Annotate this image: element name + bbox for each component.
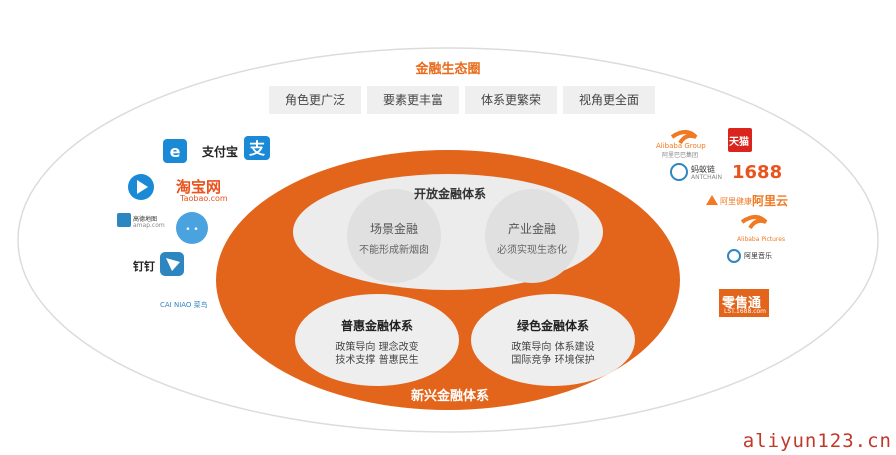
green-finance-ellipse xyxy=(471,294,635,386)
green-finance-line-2: 国际竞争 环境保护 xyxy=(511,355,595,366)
inclusive-finance-title: 普惠金融体系 xyxy=(340,319,413,333)
green-finance-line-1: 政策导向 体系建设 xyxy=(511,342,595,353)
lst-logo-box xyxy=(719,289,769,317)
watermark-text: aliyun123.cn xyxy=(742,430,892,452)
open-finance-title: 开放金融体系 xyxy=(413,187,486,201)
pill-richer-elements: 要素更丰富 xyxy=(367,86,459,114)
lst-logo-text: 零售通 xyxy=(722,296,762,311)
alimusic-logo-text: 阿里音乐 xyxy=(744,252,772,260)
green-finance-title: 绿色金融体系 xyxy=(516,319,589,333)
alibaba-icon xyxy=(670,130,698,145)
alimusic-icon xyxy=(727,249,741,263)
amap-icon xyxy=(117,213,131,227)
scene-finance-title: 场景金融 xyxy=(369,222,418,236)
alipay-e-icon xyxy=(163,139,187,163)
antchain-icon xyxy=(670,163,688,181)
alibaba-logo-text: Alibaba Group xyxy=(656,142,706,150)
lst-logo-subtext: LST.1688.com xyxy=(724,308,767,315)
cainiao-logo-text: CAI NIAO 菜鸟 xyxy=(160,301,208,309)
alihealth-logo-text: 阿里健康 xyxy=(720,197,752,206)
svg-text:支: 支 xyxy=(248,139,266,158)
alipictures-icon xyxy=(740,215,768,230)
pill-prosperous-system: 体系更繁荣 xyxy=(465,86,557,114)
water-drop-icon xyxy=(176,212,208,244)
emerging-finance-title: 新兴金融体系 xyxy=(410,389,489,404)
dingtalk-logo-text: 钉钉 xyxy=(133,260,155,273)
alibaba-logo-subtext: 阿里巴巴集团 xyxy=(662,152,699,159)
tmall-logo-text: 天猫 xyxy=(729,137,749,148)
scene-finance-subtitle: 不能形成新烟囱 xyxy=(359,245,429,256)
amap-logo-subtext: amap.com xyxy=(133,222,165,229)
taobao-logo-subtext: Taobao.com xyxy=(180,194,228,203)
n1688-logo-text: 1688 xyxy=(732,162,783,183)
industry-finance-subtitle: 必须实现生态化 xyxy=(497,245,567,256)
taobao-logo-text: 淘宝网 xyxy=(176,178,222,196)
scene-finance-circle xyxy=(347,189,441,283)
alihealth-icon xyxy=(706,195,718,205)
alipictures-logo-text: Alibaba Pictures xyxy=(737,236,786,243)
pill-comprehensive-view: 视角更全面 xyxy=(563,86,655,114)
tmall-icon xyxy=(728,128,752,152)
pill-broader-roles: 角色更广泛 xyxy=(269,86,361,114)
antchain-logo-subtext: ANTCHAIN xyxy=(691,174,722,181)
antchain-logo-text: 蚂蚁链 xyxy=(691,165,715,174)
inclusive-finance-line-1: 政策导向 理念改变 xyxy=(335,342,419,353)
inclusive-finance-line-2: 技术支撑 普惠民生 xyxy=(335,355,419,366)
amap-logo-text: 高德地图 xyxy=(133,216,158,223)
svg-text:• •: • • xyxy=(185,225,198,235)
inclusive-finance-ellipse xyxy=(295,294,459,386)
alipay-logo-text: 支付宝 xyxy=(202,145,239,159)
aliyun-logo-text: 阿里云 xyxy=(752,194,789,208)
industry-finance-title: 产业金融 xyxy=(507,222,556,236)
industry-finance-circle xyxy=(485,189,579,283)
alipay-zhi-icon xyxy=(244,136,270,160)
ecosystem-title: 金融生态圈 xyxy=(415,62,481,77)
svg-text:e: e xyxy=(170,142,181,161)
